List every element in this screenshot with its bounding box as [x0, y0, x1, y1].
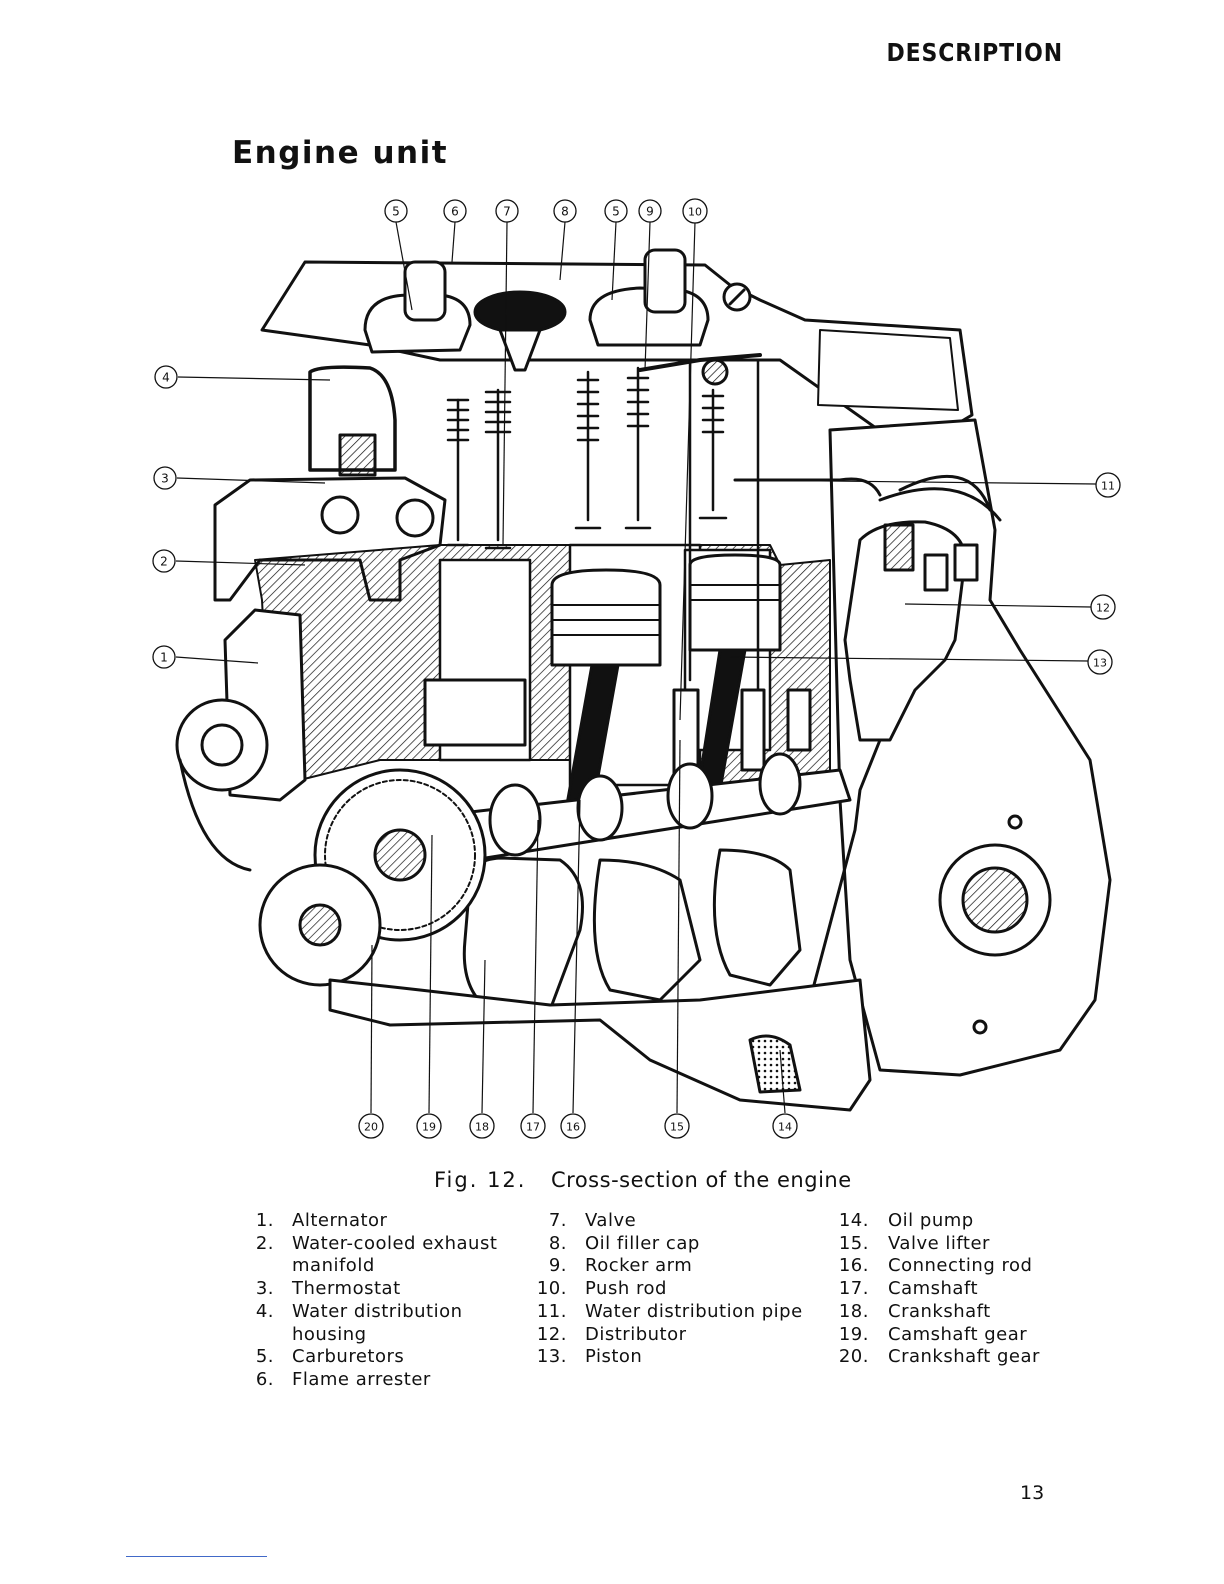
svg-text:8: 8: [561, 205, 569, 219]
callout-2: 2: [152, 549, 176, 573]
svg-text:6: 6: [451, 205, 459, 219]
legend-item: 16.Connecting rod: [838, 1255, 1033, 1277]
legend-item-continuation: housing: [292, 1323, 367, 1345]
section-header: DESCRIPTION: [886, 38, 1063, 67]
svg-text:18: 18: [475, 1121, 489, 1134]
callout-1: 1: [152, 645, 176, 669]
callout-5-left: 5: [384, 199, 408, 223]
legend-item: 15.Valve lifter: [838, 1232, 990, 1254]
svg-text:19: 19: [422, 1121, 436, 1134]
callout-12: 12: [1090, 594, 1116, 620]
svg-text:1: 1: [160, 651, 168, 665]
callout-18: 18: [469, 1113, 495, 1139]
legend-item: 18.Crankshaft: [838, 1300, 991, 1322]
legend-column-1: 1.Alternator 2.Water-cooled exhaust mani…: [248, 1210, 512, 1392]
legend-item: 1.Alternator: [255, 1210, 388, 1231]
callout-16: 16: [560, 1113, 586, 1139]
svg-text:5: 5: [612, 205, 620, 219]
legend-item: 3.Thermostat: [255, 1278, 401, 1300]
svg-text:11: 11: [1101, 480, 1115, 493]
svg-text:20: 20: [364, 1121, 378, 1134]
legend-item: 13.Piston: [536, 1346, 643, 1368]
svg-text:14: 14: [778, 1121, 792, 1134]
callout-4: 4: [154, 365, 178, 389]
legend-item: 6.Flame arrester: [255, 1368, 431, 1390]
callout-10: 10: [682, 198, 708, 224]
legend-item: 19.Camshaft gear: [838, 1323, 1028, 1345]
callout-15: 15: [664, 1113, 690, 1139]
legend-item: 11.Water distribution pipe: [536, 1300, 803, 1322]
legend-item: 10.Push rod: [536, 1278, 667, 1300]
svg-text:16: 16: [566, 1121, 580, 1134]
figure-label: Fig. 12.: [434, 1168, 527, 1192]
callout-20: 20: [358, 1113, 384, 1139]
page-title: Engine unit: [232, 135, 449, 171]
callout-6: 6: [443, 199, 467, 223]
callout-8: 8: [553, 199, 577, 223]
legend-column-2: 7.Valve 8.Oil filler cap 9.Rocker arm 10…: [535, 1210, 825, 1369]
callout-11: 11: [1095, 472, 1121, 498]
svg-text:5: 5: [392, 205, 400, 219]
callout-17: 17: [520, 1113, 546, 1139]
legend-item-continuation: manifold: [292, 1255, 375, 1277]
figure-caption-text: Cross-section of the engine: [551, 1168, 852, 1192]
svg-text:12: 12: [1096, 602, 1110, 615]
callout-7-top: 7: [495, 199, 519, 223]
callout-9: 9: [638, 199, 662, 223]
legend-item: 7.Valve: [548, 1210, 637, 1231]
svg-text:17: 17: [526, 1121, 540, 1134]
legend-item: 14.Oil pump: [838, 1210, 974, 1231]
legend-item: 17.Camshaft: [838, 1278, 979, 1300]
legend-item: 8.Oil filler cap: [548, 1232, 700, 1254]
callout-19: 19: [416, 1113, 442, 1139]
callout-5-right: 5: [604, 199, 628, 223]
svg-text:9: 9: [646, 205, 654, 219]
svg-text:13: 13: [1093, 657, 1107, 670]
legend-item: 5.Carburetors: [255, 1346, 405, 1368]
page-number: 13: [1020, 1482, 1045, 1504]
legend-item: 12.Distributor: [536, 1323, 687, 1345]
footer-rule: [126, 1556, 267, 1557]
callout-14: 14: [772, 1113, 798, 1139]
legend-column-3: 14.Oil pump 15.Valve lifter 16.Connectin…: [838, 1210, 1068, 1369]
svg-text:3: 3: [161, 472, 169, 486]
legend-item: 4.Water distribution: [255, 1300, 463, 1322]
svg-text:15: 15: [670, 1121, 684, 1134]
svg-text:10: 10: [688, 206, 702, 219]
callout-3: 3: [153, 466, 177, 490]
svg-text:7: 7: [503, 205, 511, 219]
legend-item: 9.Rocker arm: [548, 1255, 693, 1277]
svg-text:4: 4: [162, 371, 170, 385]
svg-text:2: 2: [160, 555, 168, 569]
legend-item: 20.Crankshaft gear: [838, 1346, 1040, 1368]
callout-13: 13: [1087, 649, 1113, 675]
legend-item: 2.Water-cooled exhaust: [255, 1232, 498, 1254]
